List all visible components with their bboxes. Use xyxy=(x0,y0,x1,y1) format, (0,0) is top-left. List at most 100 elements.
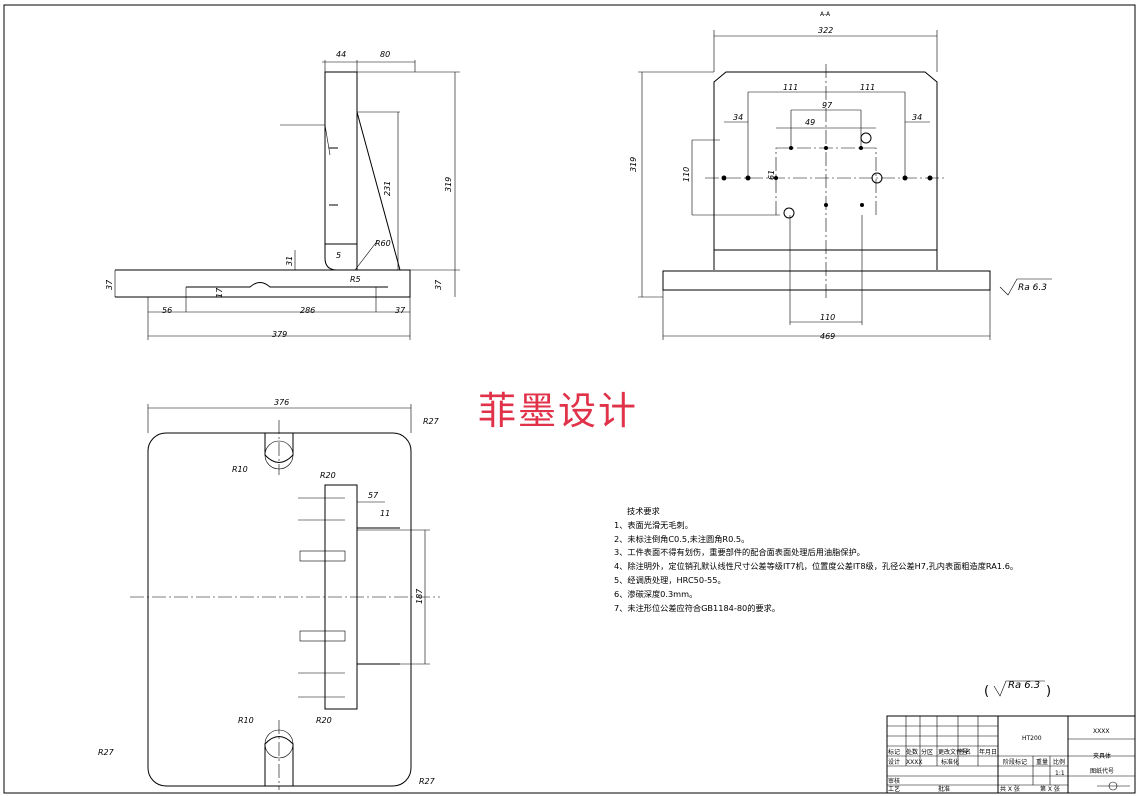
label-stage: 阶段标记 xyxy=(1003,758,1027,766)
dim-height: 319 xyxy=(629,157,638,172)
dim-radius-br: R27 xyxy=(419,777,436,786)
wall-section xyxy=(324,71,358,245)
note-item: 6、渗碳深度0.3mm。 xyxy=(614,588,698,599)
pin-hole xyxy=(871,172,883,184)
top-wall-section xyxy=(324,484,358,710)
label-mark: 标记 xyxy=(888,748,900,756)
front-plate xyxy=(713,71,938,270)
label-weight: 重量 xyxy=(1036,758,1048,766)
note-item: 1、表面光滑无毛刺。 xyxy=(614,519,693,530)
note-item: 2、未标注倒角C0.5,未注圆角R0.5。 xyxy=(614,533,750,544)
dim-inner: 49 xyxy=(805,118,815,127)
note-item: 7、未注形位公差应符合GB1184-80的要求。 xyxy=(614,602,781,613)
dim-right: 37 xyxy=(395,306,406,315)
svg-text:): ) xyxy=(1046,684,1051,699)
dim-edge-left: 34 xyxy=(733,113,743,122)
hole xyxy=(902,175,908,181)
dim-slot-r1: R10 xyxy=(232,465,248,474)
hole xyxy=(859,146,863,150)
label-sign: 签名 xyxy=(959,748,971,756)
pin-hole xyxy=(860,132,872,144)
dim-radius-tl: R27 xyxy=(423,417,440,426)
svg-text:(: ( xyxy=(984,684,989,699)
base-roughness-value: Ra 6.3 xyxy=(1018,283,1047,293)
dim-fillet: R5 xyxy=(350,275,361,284)
hole xyxy=(745,175,751,181)
dim-small-vertical: 61 xyxy=(767,170,776,180)
dim-slot: 5 xyxy=(336,251,341,260)
label-standardize: 标准化 xyxy=(941,758,959,766)
label-count: 处数 xyxy=(906,748,918,756)
company: XXXX xyxy=(1093,728,1109,735)
label-zone: 分区 xyxy=(921,748,933,756)
dim-slot-r4: R20 xyxy=(316,716,332,725)
base-plate xyxy=(115,269,411,298)
dim-overall: 379 xyxy=(272,330,287,339)
notes-title: 技术要求 xyxy=(627,506,660,516)
label-review: 审核 xyxy=(888,777,900,785)
drawing-number: 图纸代号 xyxy=(1090,767,1114,775)
front-view: A-A xyxy=(629,11,1052,341)
dim-rib-radius: R60 xyxy=(375,239,391,248)
dim-left-offset: 56 xyxy=(162,306,172,315)
scale-value: 1:1 xyxy=(1055,770,1065,777)
dim-top-width: 376 xyxy=(274,398,289,407)
hole xyxy=(927,175,933,181)
top-plate xyxy=(147,432,412,787)
dim-edge-right: 34 xyxy=(912,113,922,122)
dim-offset: 57 xyxy=(368,491,379,500)
dim-radius-bl: R27 xyxy=(98,748,115,757)
dim-hole-span-left: 111 xyxy=(783,83,798,92)
sheet-border xyxy=(3,4,1136,794)
hole xyxy=(860,203,864,207)
top-view: 376 R27 R27 R27 R10 R20 R10 R20 57 11 18… xyxy=(98,398,440,790)
dim-center: 97 xyxy=(822,101,833,110)
dim-total-height: 319 xyxy=(444,177,453,192)
dim-base-right: 37 xyxy=(434,279,443,290)
sheets-total: 共 X 张 xyxy=(1000,785,1020,793)
dim-width: 322 xyxy=(818,26,833,35)
designer: XXXX xyxy=(906,759,922,766)
technical-requirements: 技术要求 1、表面光滑无毛刺。 2、未标注倒角C0.5,未注圆角R0.5。 3、… xyxy=(614,505,1018,615)
label-design: 设计 xyxy=(888,758,900,766)
dim-base-width: 469 xyxy=(820,332,835,341)
label-scale: 比例 xyxy=(1053,758,1065,766)
rib-line xyxy=(356,111,401,271)
label-date: 年月日 xyxy=(979,748,997,756)
hole xyxy=(721,175,727,181)
dim-rib-height: 231 xyxy=(383,181,392,196)
dim-mid: 286 xyxy=(300,306,315,315)
dim-slot-r2: R20 xyxy=(320,471,336,480)
part-name: 夹具体 xyxy=(1093,752,1111,760)
hole xyxy=(824,203,828,207)
dim-pin-span: 110 xyxy=(820,313,835,322)
dim-base-left: 37 xyxy=(105,279,114,290)
note-item: 4、除注明外，定位销孔默认线性尺寸公差等级IT7机，位置度公差IT8级，孔径公差… xyxy=(614,561,1019,572)
label-change-doc: 更改文件号 xyxy=(938,748,968,756)
dim-top-gap: 80 xyxy=(380,50,390,59)
dim-span: 187 xyxy=(415,588,424,604)
dim-small-top: 11 xyxy=(380,509,390,518)
section-mark: A-A xyxy=(820,11,831,18)
general-roughness-value: Ra 6.3 xyxy=(1008,680,1041,691)
hole xyxy=(789,146,793,150)
hole xyxy=(774,176,778,180)
watermark: 菲墨设计 xyxy=(478,389,639,433)
hole xyxy=(824,146,828,150)
dim-vertical: 110 xyxy=(682,167,691,182)
title-block: HT200 XXXX 夹具体 图纸代号 1:1 标记 处数 分区 更改文件号 签… xyxy=(886,715,1136,794)
label-process: 工艺 xyxy=(888,785,900,793)
note-item: 3、工件表面不得有划伤，重要部件的配合面表面处理后用油脂保护。 xyxy=(614,547,865,558)
material: HT200 xyxy=(1022,735,1042,742)
dim-small: 17 xyxy=(215,287,224,298)
general-roughness: ( ) xyxy=(984,680,1051,699)
dim-step: 31 xyxy=(285,256,294,266)
note-item: 5、经调质处理，HRC50-55。 xyxy=(614,574,726,585)
dim-hole-span-right: 111 xyxy=(860,83,875,92)
side-view: 44 80 231 319 37 37 31 5 17 R60 R5 56 28… xyxy=(105,50,460,340)
front-base xyxy=(662,270,991,291)
label-approve: 批准 xyxy=(938,785,950,793)
pin-hole xyxy=(783,207,795,219)
